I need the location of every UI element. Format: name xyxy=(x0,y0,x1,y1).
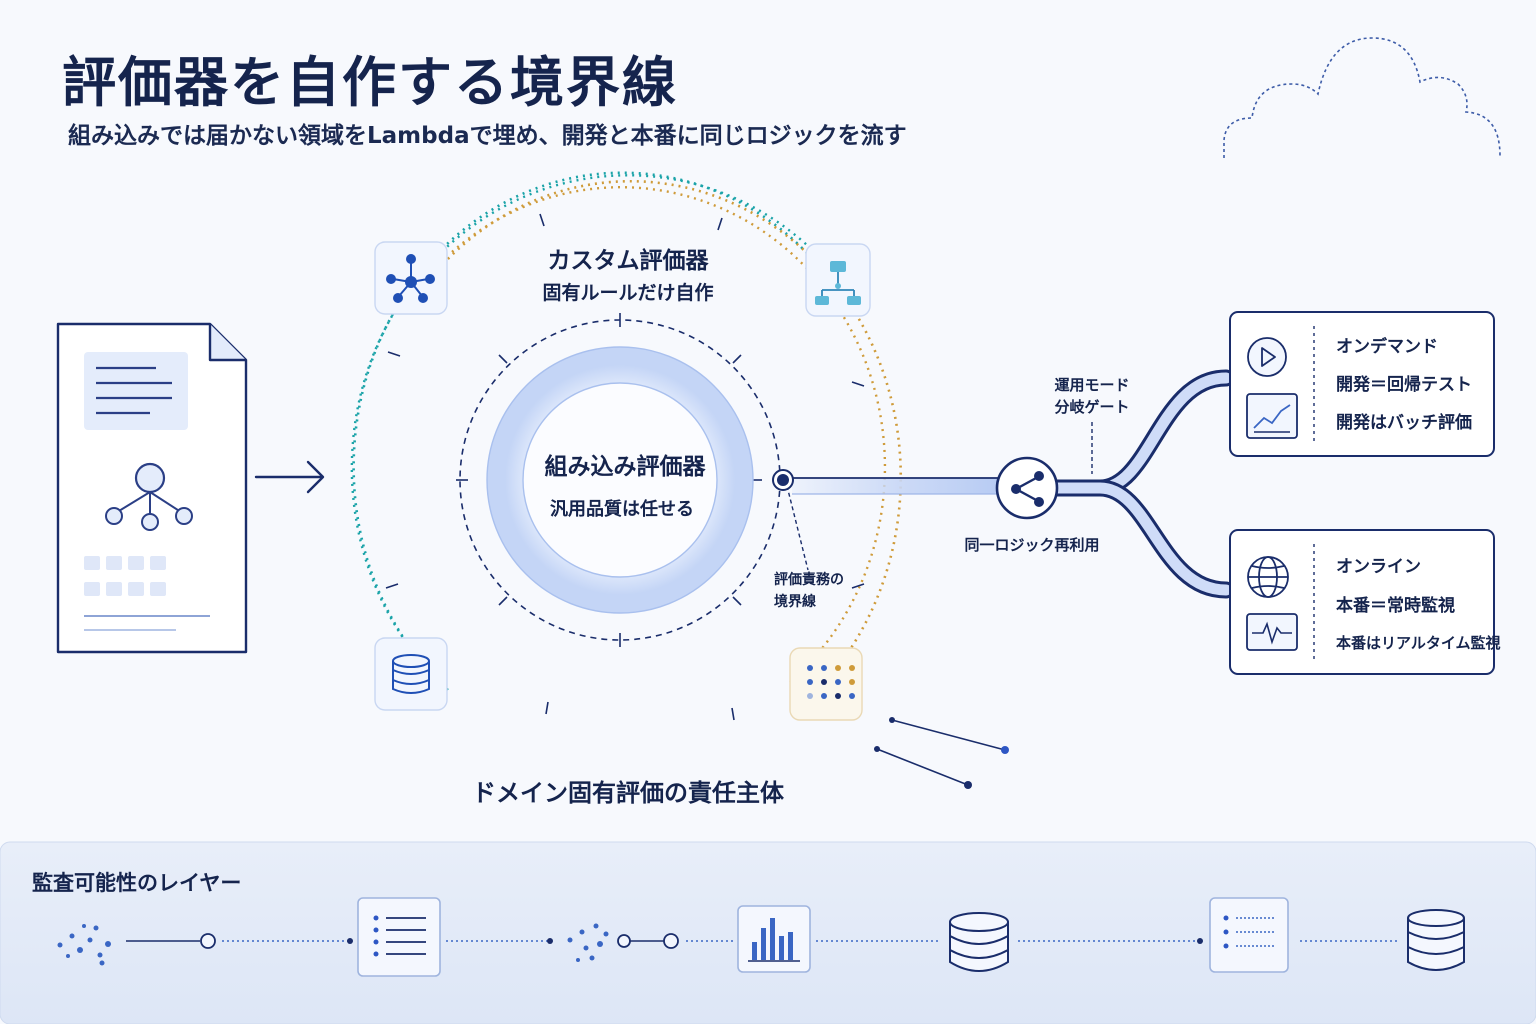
boundary-label-line1: 評価責務の xyxy=(774,571,844,588)
donut-outer-edge xyxy=(486,346,754,614)
globe-icon xyxy=(1247,556,1289,598)
database-icon[interactable] xyxy=(1407,909,1465,971)
deco-dot xyxy=(889,717,895,723)
audit-layer-title: 監査可能性のレイヤー xyxy=(32,871,241,895)
bar-chart-icon[interactable] xyxy=(737,905,811,973)
domain-owner-label: ドメイン固有評価の責任主体 xyxy=(472,779,785,807)
branch-connectors xyxy=(1041,369,1235,599)
builtin-evaluator-ring xyxy=(487,347,753,613)
scatter-dots-icon xyxy=(57,924,111,966)
shared-logic-label: 同一ロジック再利用 xyxy=(964,536,1099,554)
online-card[interactable]: オンライン 本番＝常時監視 本番はリアルタイム監視 xyxy=(1229,529,1501,675)
on-demand-line1: 開発＝回帰テスト xyxy=(1336,374,1472,395)
deco-dot xyxy=(1001,746,1009,754)
cloud-icon xyxy=(1223,37,1501,158)
orbit-tick-marks xyxy=(385,213,865,721)
page-title: 評価器を自作する境界線 xyxy=(62,51,678,114)
deco-dot xyxy=(874,746,880,752)
online-title: オンライン xyxy=(1336,557,1421,577)
inner-orbit-teal xyxy=(350,174,809,691)
arrow-right-icon xyxy=(254,460,325,494)
outer-orbit-teal xyxy=(352,171,809,681)
flowchart-icon xyxy=(805,243,871,317)
mode-gate-line2: 分岐ゲート xyxy=(1054,398,1129,416)
grid-dots-icon xyxy=(789,647,863,721)
on-demand-card[interactable]: オンデマンド 開発＝回帰テスト 開発はバッチ評価 xyxy=(1229,311,1495,457)
audit-node xyxy=(200,933,216,949)
audit-layer: 監査可能性のレイヤー xyxy=(0,841,1536,1024)
online-line2: 本番はリアルタイム監視 xyxy=(1336,634,1501,652)
online-line1: 本番＝常時監視 xyxy=(1336,595,1455,616)
audit-node xyxy=(547,938,553,944)
audit-node xyxy=(663,933,679,949)
page-subtitle: 組み込みでは届かない領域をLambdaで埋め、開発と本番に同じロジックを流す xyxy=(68,123,907,149)
custom-evaluator-subtitle: 固有ルールだけ自作 xyxy=(542,281,713,304)
donut-inner-edge xyxy=(522,382,718,578)
pulse-icon xyxy=(1246,613,1298,651)
chart-line-icon xyxy=(1246,393,1298,439)
ring-tick-marks xyxy=(456,313,762,647)
play-icon xyxy=(1247,337,1287,377)
mode-gate-line1: 運用モード xyxy=(1054,376,1129,394)
database-icon[interactable] xyxy=(949,912,1009,972)
boundary-node-core xyxy=(777,474,789,486)
logic-beam xyxy=(792,478,1002,494)
audit-node xyxy=(347,938,353,944)
network-icon xyxy=(374,241,448,315)
decorative-lines xyxy=(876,719,1006,786)
boundary-label-line2: 境界線 xyxy=(774,593,816,610)
document-icon xyxy=(56,322,248,654)
scatter-dots-icon xyxy=(567,923,609,962)
log-list-icon[interactable] xyxy=(1209,897,1289,973)
audit-node xyxy=(1197,938,1203,944)
builtin-evaluator-subtitle: 汎用品質は任せる xyxy=(550,498,694,520)
custom-evaluator-title: カスタム評価器 xyxy=(548,247,710,274)
on-demand-line2: 開発はバッチ評価 xyxy=(1336,412,1472,433)
on-demand-title: オンデマンド xyxy=(1336,336,1438,357)
deco-dot xyxy=(964,781,972,789)
list-icon[interactable] xyxy=(357,897,441,977)
boundary-leader-line xyxy=(786,485,809,571)
database-icon xyxy=(374,637,448,711)
builtin-evaluator-title: 組み込み評価器 xyxy=(545,453,707,480)
share-icon[interactable] xyxy=(995,456,1059,520)
audit-node xyxy=(617,934,631,948)
